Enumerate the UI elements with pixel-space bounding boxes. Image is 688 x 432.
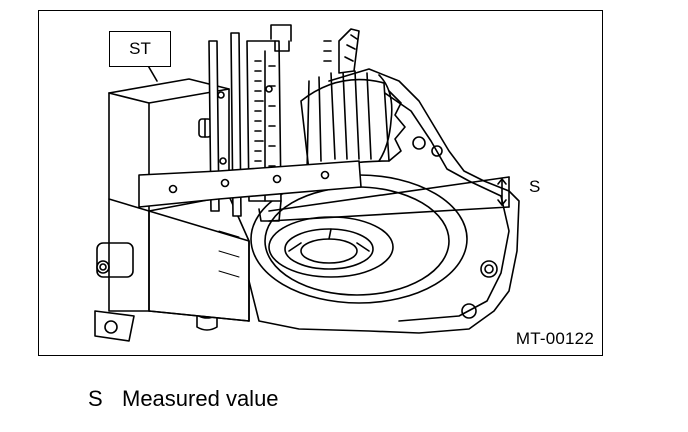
transmission-measurement-illustration xyxy=(94,24,520,342)
case-inner-edge xyxy=(378,88,510,322)
measuring-arm xyxy=(138,160,362,208)
dimension-s-arrow xyxy=(497,178,507,206)
legend: S Measured value xyxy=(88,386,279,412)
figure-frame: ST S MT-00122 xyxy=(38,10,603,356)
side-flange xyxy=(94,242,218,342)
st-callout-label: ST xyxy=(109,31,171,67)
legend-key: S xyxy=(88,386,103,411)
bearing-inner-ring xyxy=(268,216,394,278)
case-bolt-hole-top xyxy=(412,136,426,150)
case-bolt-hole-lower xyxy=(461,303,477,319)
helical-gear xyxy=(300,70,406,172)
case-bolt-hole-right xyxy=(480,260,498,278)
shaft-splines xyxy=(323,28,360,74)
measurement-plane xyxy=(268,176,510,222)
legend-text: Measured value xyxy=(122,386,279,411)
transmission-case xyxy=(248,68,520,334)
s-callout-label: S xyxy=(529,177,541,196)
case-bolt-hole-upper-right xyxy=(431,145,443,157)
figure-code: MT-00122 xyxy=(515,329,594,348)
